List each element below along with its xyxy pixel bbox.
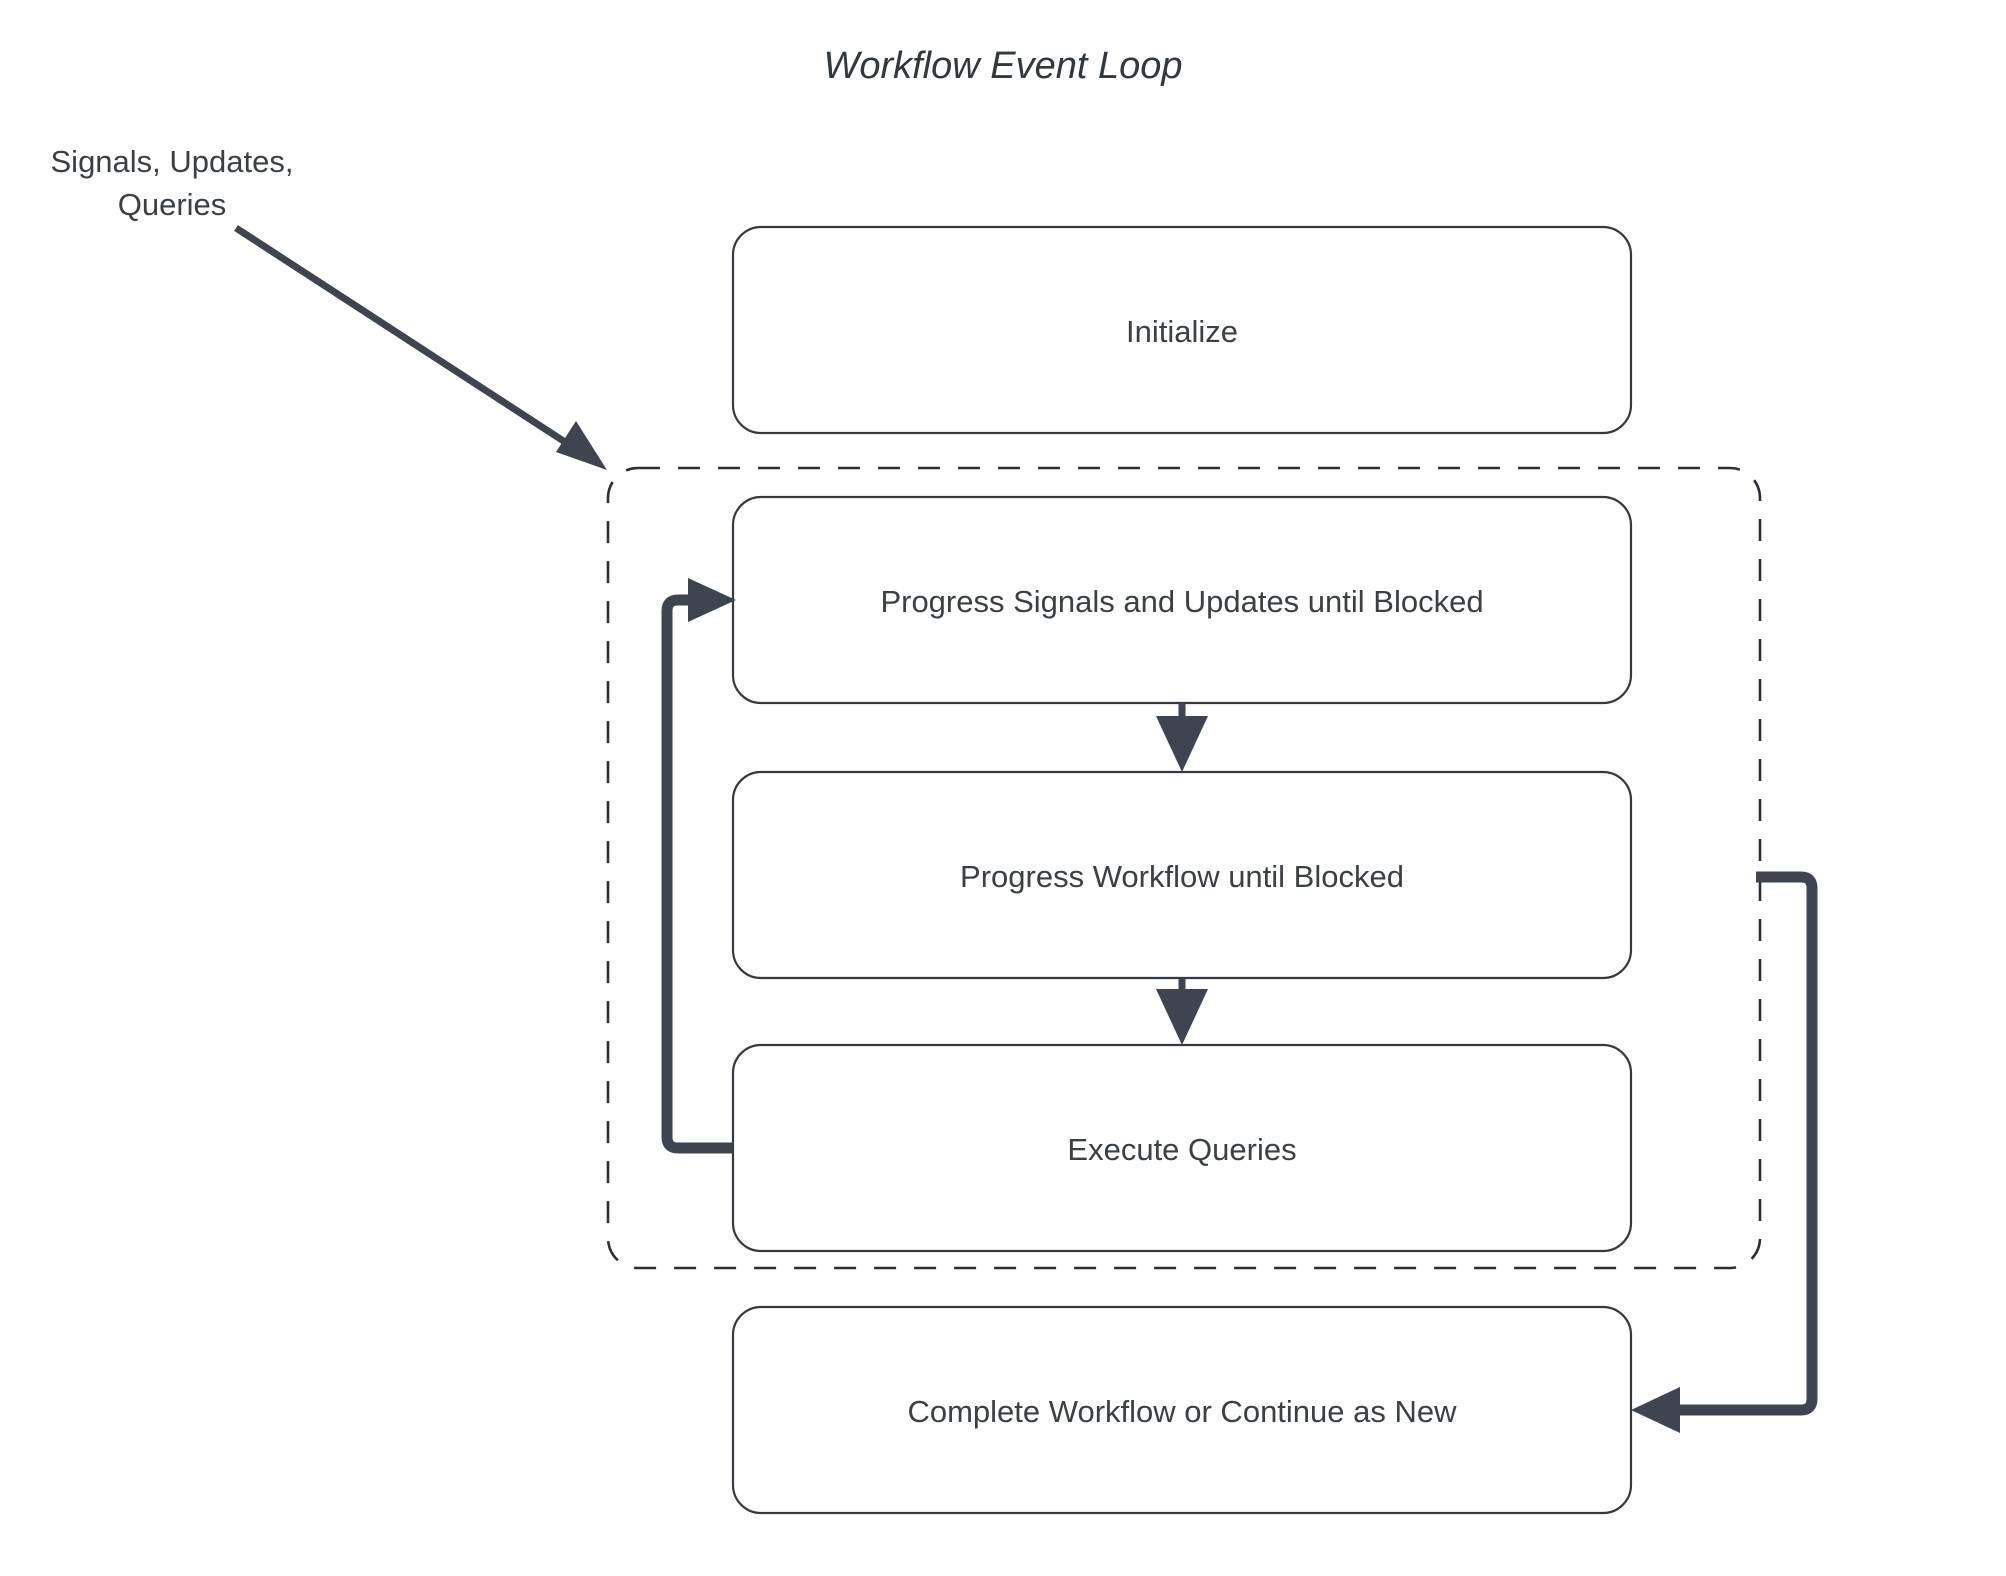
progress-workflow-label: Progress Workflow until Blocked xyxy=(960,859,1404,894)
node-progress-signals[interactable]: Progress Signals and Updates until Block… xyxy=(731,495,1633,705)
edge-workflow-to-queries xyxy=(1156,978,1208,1045)
edge-loop-back xyxy=(661,578,736,1154)
external-source-label-line2: Queries xyxy=(118,187,227,222)
loop-back-head xyxy=(688,578,736,622)
signals-to-workflow-head xyxy=(1156,716,1208,772)
edge-signals-to-loop xyxy=(234,225,607,470)
loop-back-line xyxy=(661,594,733,1154)
loop-exit-line xyxy=(1664,871,1818,1416)
signals-arrow-head xyxy=(556,421,607,470)
external-source-label-line1: Signals, Updates, xyxy=(51,144,294,179)
node-execute-queries[interactable]: Execute Queries xyxy=(731,1043,1633,1253)
initialize-box[interactable] xyxy=(731,225,1633,435)
complete-workflow-box[interactable] xyxy=(731,1305,1633,1515)
edge-loop-exit xyxy=(1631,871,1818,1433)
node-initialize[interactable]: Initialize xyxy=(731,225,1633,435)
node-complete-workflow[interactable]: Complete Workflow or Continue as New xyxy=(731,1305,1633,1515)
diagram-title: Workflow Event Loop xyxy=(823,45,1182,87)
signals-arrow-line xyxy=(234,225,587,458)
node-progress-workflow[interactable]: Progress Workflow until Blocked xyxy=(731,770,1633,980)
complete-workflow-label: Complete Workflow or Continue as New xyxy=(907,1394,1457,1429)
edge-signals-to-workflow xyxy=(1156,703,1208,772)
workflow-to-queries-head xyxy=(1156,989,1208,1045)
execute-queries-label: Execute Queries xyxy=(1067,1132,1296,1167)
progress-signals-label: Progress Signals and Updates until Block… xyxy=(880,584,1483,619)
initialize-label: Initialize xyxy=(1126,314,1238,349)
loop-exit-head xyxy=(1631,1387,1680,1433)
